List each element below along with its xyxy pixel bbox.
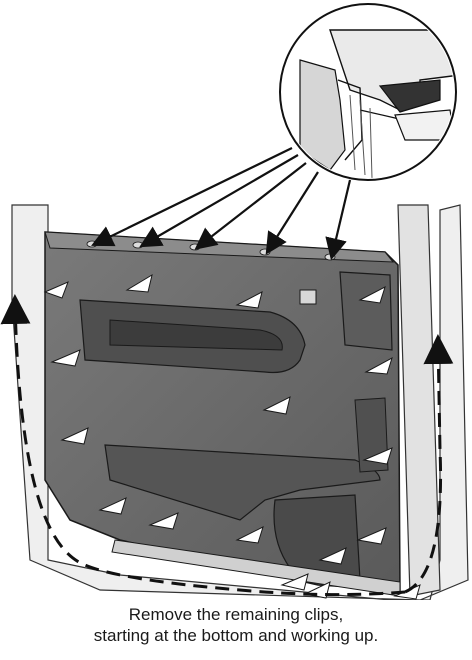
leader-lines [91,147,352,261]
path-arrow-icon [404,334,454,594]
door-handle-latch [299,289,317,305]
clip-marker-icon [356,527,387,545]
door-panel-diagram [0,3,469,600]
clip-detail-inset [279,3,457,181]
clip-marker-icon [148,512,179,530]
pull-handle [109,319,283,351]
clip-marker-icon [50,349,81,367]
clip-marker-icon [235,291,263,309]
instruction-line-1: Remove the remaining clips, [128,605,344,624]
clip-marker-icon [98,497,127,515]
door-frame [11,204,469,600]
clip-marker-icon [235,526,264,544]
clip-marker-icon [280,573,309,591]
clip-marker-icon [262,396,291,415]
clip-marker-icon [318,547,347,565]
clip-marker-icon [362,447,393,465]
path-arrow-icon [0,294,406,597]
clip-markers [43,273,421,600]
instruction-line-2: starting at the bottom and working up. [93,626,379,645]
clip-marker-icon [358,286,386,304]
door-pillar [397,204,441,597]
clip-marker-icon [43,281,69,299]
clip-marker-icon [60,427,89,445]
clip-marker-icon [125,273,153,293]
switch-panel [339,271,393,351]
clip-marker-icon [364,356,393,375]
